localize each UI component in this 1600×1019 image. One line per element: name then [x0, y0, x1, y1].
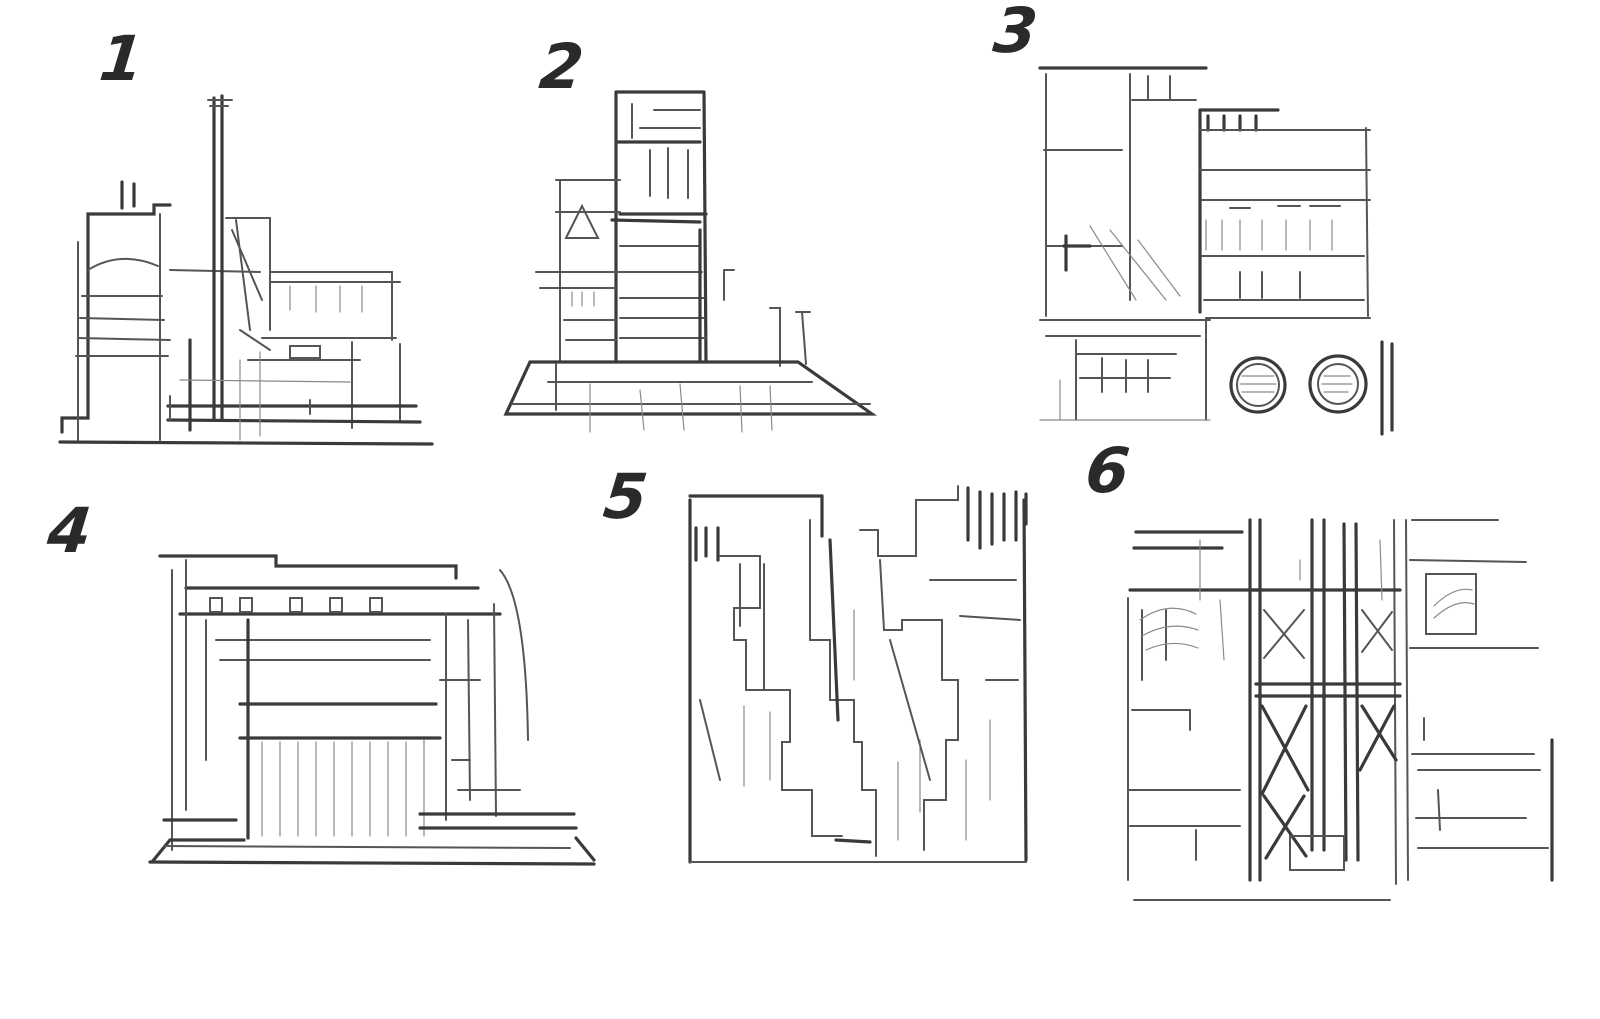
sketch-4-gate — [148, 554, 596, 866]
sketch-6-lattice-structure — [1127, 518, 1554, 901]
sketch-3-block-building — [1038, 66, 1394, 436]
sketch-5-canyon — [688, 485, 1028, 864]
sketch-1-factory — [58, 94, 434, 446]
sketch-2-tower — [503, 90, 878, 433]
